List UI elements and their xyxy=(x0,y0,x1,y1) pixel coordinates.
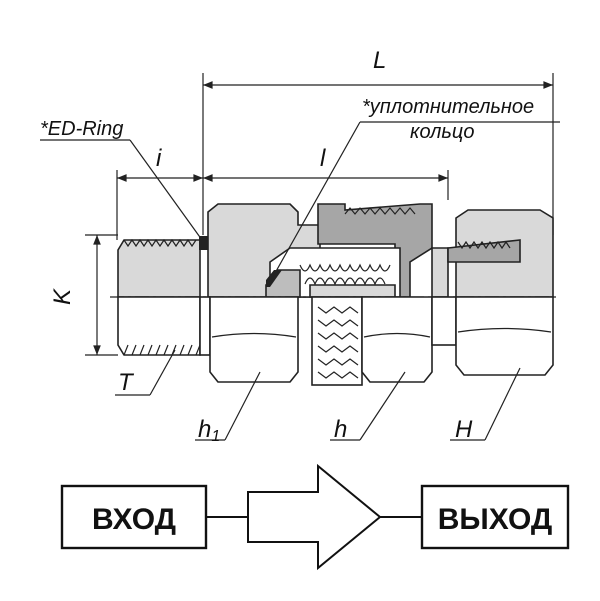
hex-h1-label: h1 xyxy=(198,416,220,445)
dim-K-label: K xyxy=(49,288,76,305)
hex-h1-subscript: 1 xyxy=(211,428,220,445)
hex-H-label: H xyxy=(455,416,473,443)
fitting-body-exterior xyxy=(117,296,554,386)
ed-ring xyxy=(199,236,208,250)
dim-i-label: i xyxy=(156,145,162,172)
fitting-body-section xyxy=(110,203,560,298)
flow-arrow-icon xyxy=(247,463,382,571)
dim-L-label: L xyxy=(373,47,386,74)
dimension-lines xyxy=(85,73,554,356)
seal-label-line2: кольцо xyxy=(410,121,474,143)
output-label: ВЫХОД xyxy=(438,503,553,536)
seal-label-line1: *уплотнительное xyxy=(362,96,534,118)
input-box xyxy=(60,484,208,550)
output-box xyxy=(420,484,570,550)
dim-l-label: l xyxy=(320,145,326,172)
seal-ring xyxy=(266,270,282,287)
hex-h-label: h xyxy=(334,416,347,443)
flow-diagram: ВХОД ВЫХОД xyxy=(60,463,570,571)
leader-lines xyxy=(40,121,560,441)
ed-ring-label: *ED-Ring xyxy=(40,118,123,140)
thread-T-label: T xyxy=(118,369,135,396)
input-label: ВХОД xyxy=(92,503,176,536)
